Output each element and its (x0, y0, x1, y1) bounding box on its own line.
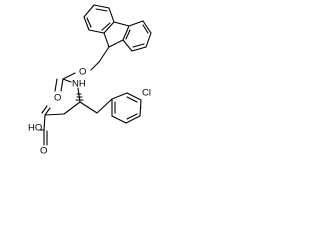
chlorophenyl-group (79, 92, 142, 124)
hydroxyl-label: HO (28, 123, 42, 134)
amine-nh-label: NH (72, 79, 86, 90)
ether-oxygen-label: O (79, 67, 86, 78)
acid-oxygen-label: O (40, 146, 47, 157)
amino-acid-backbone (41, 87, 84, 131)
carboxylic-acid-group (39, 129, 48, 146)
fluorene-five-ring (103, 32, 124, 48)
fmoc-linker (54, 46, 110, 92)
carbonyl-oxygen-label: O (54, 93, 61, 104)
chlorine-label: Cl (142, 88, 151, 99)
fluorene-right-ring (113, 20, 152, 52)
fluorene-left-ring (83, 4, 115, 34)
chemical-structure: O O NH Cl HO O (28, 4, 152, 157)
